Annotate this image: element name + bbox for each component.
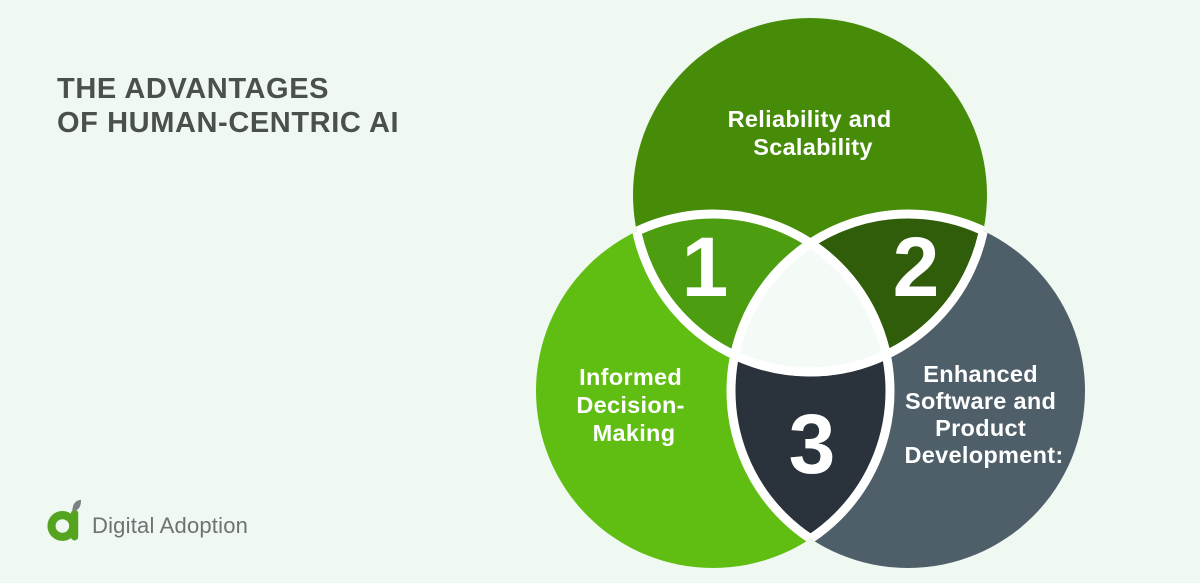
divider-arc-bl-in-top <box>633 209 895 372</box>
digital-adoption-logo-icon <box>47 499 81 541</box>
divider-arc-br-in-top <box>726 209 987 372</box>
logo-text: Digital Adoption <box>92 513 249 538</box>
circle-bottom-right-label-line-3: Product <box>935 415 1026 441</box>
circle-bottom-left-label-line-1: Informed <box>579 364 682 390</box>
circle-bottom-left-label-line-3: Making <box>593 420 676 446</box>
intersection-3-number: 3 <box>789 397 836 491</box>
circle-top-label-line-1: Reliability and <box>728 106 892 132</box>
circle-top-label: Reliability and Scalability <box>728 106 899 160</box>
page-title-line-2: OF HUMAN-CENTRIC AI <box>57 107 400 139</box>
divider-arc-top-in-br <box>731 214 992 377</box>
logo-a-bowl <box>47 511 78 541</box>
circle-top-label-line-2: Scalability <box>753 134 873 160</box>
logo-a-stem <box>70 509 79 541</box>
circle-bottom-left-label-line-2: Decision- <box>576 392 684 418</box>
circle-bottom-right-label-line-1: Enhanced <box>923 361 1038 387</box>
divider-arc-br-in-bl <box>726 214 890 568</box>
center-region-fill <box>731 214 890 372</box>
intersection-2-number: 2 <box>893 220 940 314</box>
circle-bottom-left-label: Informed Decision- Making <box>576 364 691 446</box>
center-region-inner <box>731 214 890 372</box>
page-title-line-1: THE ADVANTAGES <box>57 73 330 105</box>
circle-bottom-right-label-line-4: Development: <box>905 442 1064 468</box>
logo: Digital Adoption <box>47 499 248 543</box>
center-region-outer <box>731 214 890 372</box>
circle-bottom-right-label-line-2: Software and <box>905 388 1056 414</box>
divider-arc-bl-in-br <box>731 214 895 568</box>
page-title: THE ADVANTAGES OF HUMAN-CENTRIC AI <box>57 72 399 140</box>
logo-leaf <box>72 499 81 512</box>
intersection-1-number: 1 <box>682 220 729 314</box>
circle-bottom-right-label: Enhanced Software and Product Developmen… <box>905 361 1064 468</box>
